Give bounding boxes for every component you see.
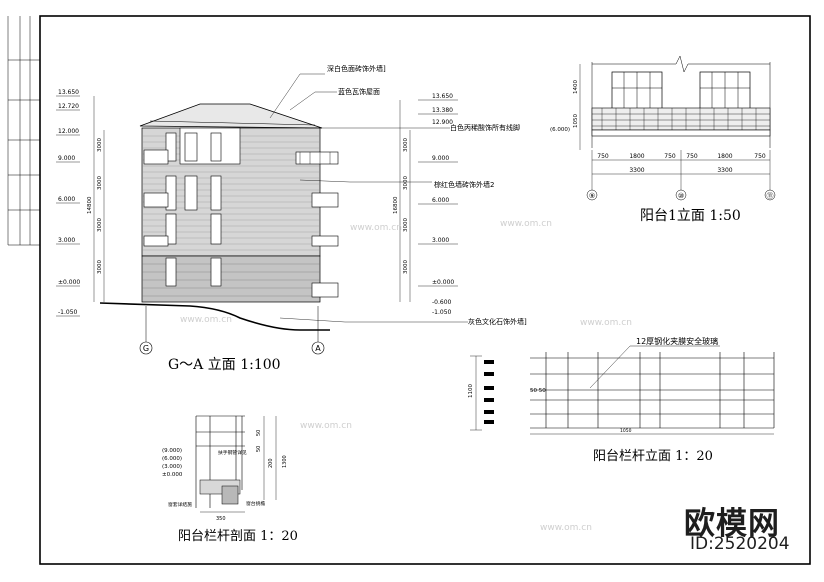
svg-text:(6.000): (6.000) (550, 127, 570, 133)
svg-text:⑩: ⑩ (678, 192, 684, 200)
left-level-labels: 13.650 12.720 12.000 9.000 6.000 3.000 ±… (58, 89, 80, 316)
svg-text:www.om.cn: www.om.cn (350, 223, 402, 233)
svg-text:1300: 1300 (282, 455, 288, 468)
svg-text:白色丙稀酸饰所有线脚: 白色丙稀酸饰所有线脚 (450, 123, 520, 132)
svg-text:±0.000: ±0.000 (162, 472, 183, 478)
svg-text:16800: 16800 (393, 196, 399, 214)
svg-text:(3.000): (3.000) (162, 464, 182, 470)
axis-label-a: A (315, 344, 321, 353)
section-levels: (9.000) (6.000) (3.000) ±0.000 (162, 448, 183, 478)
elevation-title: G～A 立面 1:100 (168, 357, 281, 373)
balcony-dims: 750 1800 750 750 1800 750 3300 3300 (597, 153, 766, 174)
svg-text:14800: 14800 (87, 196, 93, 214)
svg-text:棕红色墙砖饰外墙2: 棕红色墙砖饰外墙2 (434, 180, 494, 189)
svg-text:12.900: 12.900 (432, 119, 453, 126)
right-dims: 3000 3000 3000 3000 16800 (393, 138, 409, 274)
main-elevation: G A 13.650 12.720 12.000 9.000 6.000 3.0… (56, 64, 527, 373)
svg-text:(6.000): (6.000) (162, 456, 182, 462)
balcony-elevation-title: 阳台1立面 1:50 (640, 208, 741, 224)
axis-bubble-a (311, 341, 325, 355)
svg-text:www.om.cn: www.om.cn (580, 318, 632, 328)
svg-text:50: 50 (256, 446, 262, 452)
balconies (143, 149, 339, 298)
railing-elevation: 12厚钢化夹膜安全玻璃 50 50 1100 1050 阳台栏杆立面 1：20 (468, 336, 775, 464)
svg-text:3000: 3000 (97, 138, 103, 152)
svg-text:蓝色瓦饰屋面: 蓝色瓦饰屋面 (338, 87, 380, 96)
svg-text:50 50: 50 50 (530, 388, 546, 394)
svg-text:-0.600: -0.600 (432, 299, 452, 306)
axis-label-g: G (143, 344, 149, 353)
svg-text:1400: 1400 (573, 80, 579, 94)
svg-text:www.om.cn: www.om.cn (500, 219, 552, 229)
svg-text:12.000: 12.000 (58, 128, 79, 135)
svg-text:www.om.cn: www.om.cn (540, 523, 592, 533)
balcony-elevation: 1400 1050 (6.000) 750 1800 750 750 1800 … (550, 55, 776, 224)
svg-text:1050: 1050 (573, 114, 579, 128)
svg-text:6.000: 6.000 (58, 196, 75, 203)
svg-text:扶手钢管详见: 扶手钢管详见 (218, 449, 247, 456)
svg-text:6.000: 6.000 (432, 197, 449, 204)
svg-text:深白色面砖饰外墙]: 深白色面砖饰外墙] (327, 64, 386, 73)
svg-text:750: 750 (664, 153, 676, 160)
svg-text:±0.000: ±0.000 (432, 279, 454, 286)
svg-text:350: 350 (216, 516, 226, 522)
glass-note: 12厚钢化夹膜安全玻璃 (636, 336, 718, 346)
svg-text:3.000: 3.000 (58, 237, 75, 244)
svg-text:3000: 3000 (403, 138, 409, 152)
svg-text:⑪: ⑪ (767, 192, 774, 200)
svg-text:50: 50 (256, 430, 262, 436)
watermark-id: ID:2520204 (690, 534, 790, 554)
svg-text:3300: 3300 (629, 167, 644, 174)
svg-text:3.000: 3.000 (432, 237, 449, 244)
svg-text:200: 200 (268, 458, 274, 468)
svg-text:750: 750 (686, 153, 698, 160)
svg-text:1100: 1100 (468, 384, 474, 398)
svg-text:1800: 1800 (629, 153, 644, 160)
watermark-brand: 欧模网 (684, 506, 780, 542)
railing-elevation-title: 阳台栏杆立面 1：20 (593, 449, 713, 464)
svg-text:⑨: ⑨ (589, 192, 595, 200)
svg-text:±0.000: ±0.000 (58, 279, 80, 286)
axis-bubble-g (139, 341, 153, 355)
svg-text:www.om.cn: www.om.cn (300, 421, 352, 431)
svg-text:窗台挑檐: 窗台挑檐 (246, 500, 265, 507)
svg-text:9.000: 9.000 (58, 155, 75, 162)
railing-section: 50 50 200 1300 350 (9.000) (6.000) (3.00… (162, 415, 298, 544)
svg-text:750: 750 (754, 153, 766, 160)
svg-text:3300: 3300 (717, 167, 732, 174)
svg-text:(9.000): (9.000) (162, 448, 182, 454)
svg-text:-1.050: -1.050 (432, 309, 452, 316)
section-notes: 扶手钢管详见 窗台挑檐 窗套详结施 (168, 449, 265, 508)
svg-text:13.650: 13.650 (58, 89, 79, 96)
svg-text:1050: 1050 (620, 428, 632, 434)
material-notes: 深白色面砖饰外墙] 蓝色瓦饰屋面 白色丙稀酸饰所有线脚 棕红色墙砖饰外墙2 灰色… (327, 64, 527, 326)
right-level-labels: 13.650 13.380 12.900 9.000 6.000 3.000 ±… (432, 93, 454, 316)
left-dims: 3000 3000 3000 3000 14800 (87, 138, 103, 274)
windows (165, 132, 222, 287)
watermark-pattern: www.om.cn www.om.cn www.om.cn www.om.cn … (180, 219, 632, 533)
svg-text:灰色文化石饰外墙]: 灰色文化石饰外墙] (468, 317, 527, 326)
svg-text:1800: 1800 (717, 153, 732, 160)
svg-text:13.650: 13.650 (432, 93, 453, 100)
svg-text:www.om.cn: www.om.cn (180, 315, 232, 325)
svg-text:12.720: 12.720 (58, 103, 79, 110)
svg-text:3000: 3000 (97, 260, 103, 274)
svg-text:3000: 3000 (403, 260, 409, 274)
sheet-frame (39, 15, 811, 565)
ground-line (99, 302, 330, 331)
svg-text:3000: 3000 (403, 218, 409, 232)
svg-text:3000: 3000 (97, 218, 103, 232)
railing-section-title: 阳台栏杆剖面 1：20 (178, 529, 298, 544)
svg-text:窗套详结施: 窗套详结施 (168, 501, 192, 508)
svg-text:-1.050: -1.050 (58, 309, 78, 316)
svg-text:13.380: 13.380 (432, 107, 453, 114)
title-block-strip (7, 16, 40, 246)
svg-text:9.000: 9.000 (432, 155, 449, 162)
svg-text:3000: 3000 (97, 176, 103, 190)
svg-text:3000: 3000 (403, 176, 409, 190)
svg-text:750: 750 (597, 153, 609, 160)
